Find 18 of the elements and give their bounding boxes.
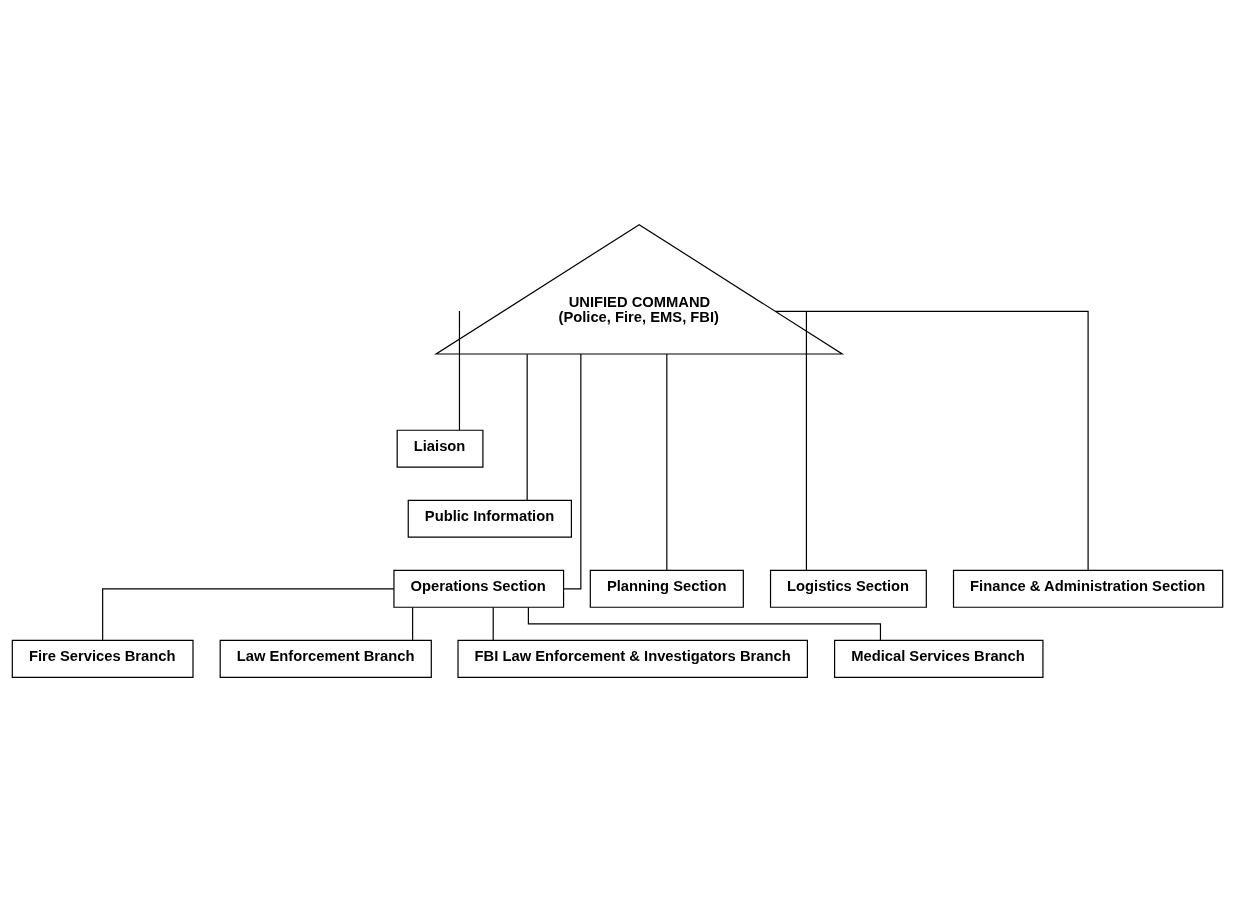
connector xyxy=(458,309,461,431)
node-box: Logistics Section xyxy=(769,569,927,608)
node-box: Law Enforcement Branch xyxy=(219,639,432,678)
connector xyxy=(666,352,668,571)
node-box: Planning Section xyxy=(589,569,744,608)
node-box: FBI Law Enforcement & Investigators Branch xyxy=(457,639,808,678)
node-box: Liaison xyxy=(396,429,484,468)
connector xyxy=(774,310,1089,571)
node-box: Public Information xyxy=(407,499,572,538)
node-box: Medical Services Branch xyxy=(834,639,1044,678)
connector xyxy=(526,353,528,501)
connector xyxy=(412,606,414,641)
connector xyxy=(492,606,494,641)
node-box: Finance & Administration Section xyxy=(952,569,1224,608)
connector xyxy=(102,587,395,641)
connector xyxy=(805,309,807,571)
node-box: Operations Section xyxy=(393,569,565,608)
node-box: Fire Services Branch xyxy=(11,639,194,678)
